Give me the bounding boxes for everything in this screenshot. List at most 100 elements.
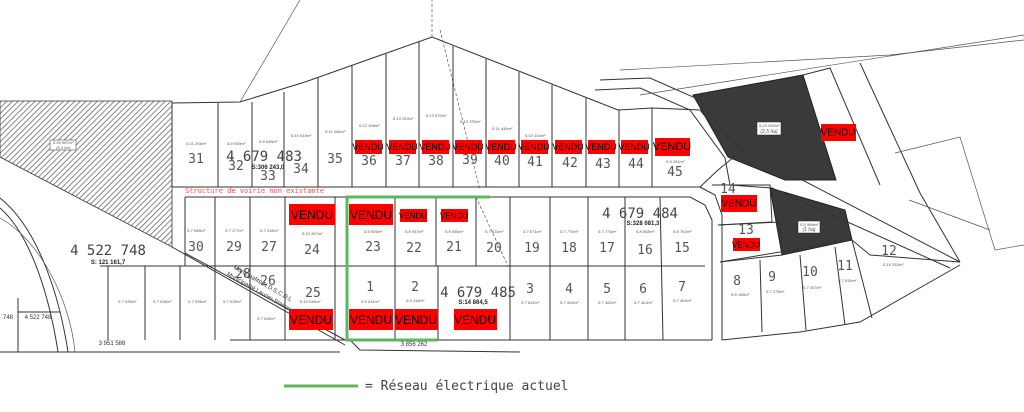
sold-marker-4679485: VENDU [454, 309, 497, 330]
svg-text:S:7 039m²: S:7 039m² [188, 299, 207, 304]
svg-text:S:7 776m²: S:7 776m² [560, 229, 579, 234]
svg-text:17: 17 [599, 241, 615, 256]
svg-text:S:328 081,3: S:328 081,3 [627, 221, 660, 227]
svg-text:S:53 987m²: S:53 987m² [53, 140, 74, 145]
svg-text:7: 7 [678, 280, 686, 295]
svg-text:VENDU: VENDU [440, 212, 468, 221]
svg-text:VENDU: VENDU [395, 313, 437, 327]
svg-text:S:10 163m²: S:10 163m² [525, 133, 546, 138]
svg-text:3 856 262: 3 856 262 [401, 342, 428, 348]
svg-text:11: 11 [837, 259, 853, 274]
svg-text:S:8 957m²: S:8 957m² [405, 229, 424, 234]
legend-label: = Réseau électrique actuel [365, 379, 569, 394]
svg-text:VENDU: VENDU [350, 313, 392, 327]
svg-text:S:13 870m²: S:13 870m² [426, 113, 447, 118]
svg-text:12: 12 [881, 244, 897, 259]
svg-text:S:13 783m²: S:13 783m² [460, 119, 481, 124]
svg-text:4 679 484: 4 679 484 [602, 206, 678, 222]
svg-text:10: 10 [802, 265, 818, 280]
lot-labels: 31S:11 254m² 32S:9 059m² 33S:9 948m² 34S… [118, 113, 904, 321]
svg-text:S:306 243,0: S:306 243,0 [252, 165, 285, 171]
svg-text:18: 18 [561, 241, 577, 256]
svg-text:VENDU: VENDU [653, 141, 692, 153]
svg-text:VENDU: VENDU [454, 313, 496, 327]
svg-text:19: 19 [524, 241, 540, 256]
svg-text:VENDU: VENDU [419, 142, 451, 152]
svg-text:25: 25 [305, 286, 321, 301]
sold-marker-24: VENDU [289, 204, 335, 225]
svg-text:13: 13 [738, 223, 754, 238]
svg-text:4 522 748: 4 522 748 [25, 315, 52, 321]
svg-text:S:8 086m²: S:8 086m² [445, 229, 464, 234]
svg-text:S:7 039m²: S:7 039m² [118, 299, 137, 304]
svg-text:4 679 483: 4 679 483 [226, 149, 302, 165]
svg-text:1: 1 [366, 280, 374, 295]
svg-text:S: 121 161,7: S: 121 161,7 [91, 260, 126, 266]
sold-marker-43: VENDU [585, 140, 617, 154]
svg-text:31: 31 [188, 152, 204, 167]
svg-text:32: 32 [228, 159, 244, 174]
svg-text:40: 40 [494, 154, 510, 169]
svg-text:S:7 600m²: S:7 600m² [560, 300, 579, 305]
svg-text:VENDU: VENDU [399, 212, 427, 221]
svg-text:S:9 609m²: S:9 609m² [364, 229, 383, 234]
svg-text:S:7 038m²: S:7 038m² [153, 299, 172, 304]
sold-marker-1: VENDU [349, 309, 393, 330]
svg-text:2: 2 [411, 280, 419, 295]
svg-text:S:7 530m²: S:7 530m² [838, 278, 857, 283]
svg-text:S:11 254m²: S:11 254m² [186, 141, 207, 146]
svg-text:S:11 449m²: S:11 449m² [492, 126, 513, 131]
sold-marker-45: VENDU [653, 138, 692, 156]
svg-text:S:13 263m²: S:13 263m² [393, 116, 414, 121]
svg-text:3 951 588: 3 951 588 [99, 341, 126, 347]
sold-marker-37: VENDU [386, 140, 418, 154]
svg-text:9: 9 [768, 270, 776, 285]
svg-text:S:8 763m²: S:8 763m² [673, 229, 692, 234]
svg-text:S:7 038m²: S:7 038m² [223, 299, 242, 304]
sold-marker-21: VENDU [440, 209, 468, 222]
svg-text:43: 43 [595, 157, 611, 172]
road-note: Structure de voirie non existante [185, 187, 324, 195]
svg-text:41: 41 [527, 155, 543, 170]
svg-text:34: 34 [293, 162, 309, 177]
svg-text:24: 24 [304, 243, 320, 258]
svg-text:S:14 864,5: S:14 864,5 [458, 300, 488, 306]
svg-text:S:7 218m²: S:7 218m² [260, 228, 279, 233]
svg-text:VENDU: VENDU [291, 208, 333, 222]
svg-text:S:10 019m²: S:10 019m² [291, 133, 312, 138]
svg-text:S:7 357m²: S:7 357m² [803, 285, 822, 290]
svg-text:VENDU: VENDU [452, 142, 484, 152]
svg-text:S:9 261m²: S:9 261m² [666, 159, 685, 164]
svg-text:38: 38 [428, 154, 444, 169]
svg-text:29: 29 [226, 240, 242, 255]
svg-text:30: 30 [188, 240, 204, 255]
svg-text:S:7 038m²: S:7 038m² [257, 316, 276, 321]
svg-text:S:7 058m²: S:7 058m² [187, 228, 206, 233]
svg-text:16: 16 [637, 243, 653, 258]
svg-text:VENDU: VENDU [350, 208, 392, 222]
svg-text:S:11 084m²: S:11 084m² [325, 129, 346, 134]
svg-text:8: 8 [733, 274, 741, 289]
svg-text:3: 3 [526, 282, 534, 297]
sold-marker-northeast: VENDU [820, 124, 856, 141]
sold-marker-14: VENDU [721, 195, 757, 212]
svg-text:VENDU: VENDU [386, 142, 418, 152]
sold-marker-40: VENDU [485, 140, 517, 154]
svg-text:14: 14 [720, 182, 736, 197]
svg-text:39: 39 [462, 153, 478, 168]
reserved-area-hatched: S:53 987m² (5,4 ha) [0, 100, 173, 248]
svg-text:S:7 177m²: S:7 177m² [225, 228, 244, 233]
svg-text:VENDU: VENDU [290, 313, 332, 327]
svg-text:VENDU: VENDU [518, 142, 550, 152]
svg-text:S:8 858m²: S:8 858m² [636, 229, 655, 234]
svg-text:42: 42 [562, 156, 578, 171]
sold-marker-13: VENDU [732, 238, 760, 251]
svg-text:S:9 144m²: S:9 144m² [406, 298, 425, 303]
svg-text:VENDU: VENDU [618, 142, 650, 152]
legend: = Réseau électrique actuel [284, 379, 569, 394]
sold-marker-41: VENDU [518, 140, 550, 154]
sold-marker-38: VENDU [419, 140, 451, 154]
svg-text:(1 ha): (1 ha) [802, 227, 815, 233]
sold-marker-2: VENDU [395, 309, 438, 330]
svg-text:37: 37 [395, 154, 411, 169]
